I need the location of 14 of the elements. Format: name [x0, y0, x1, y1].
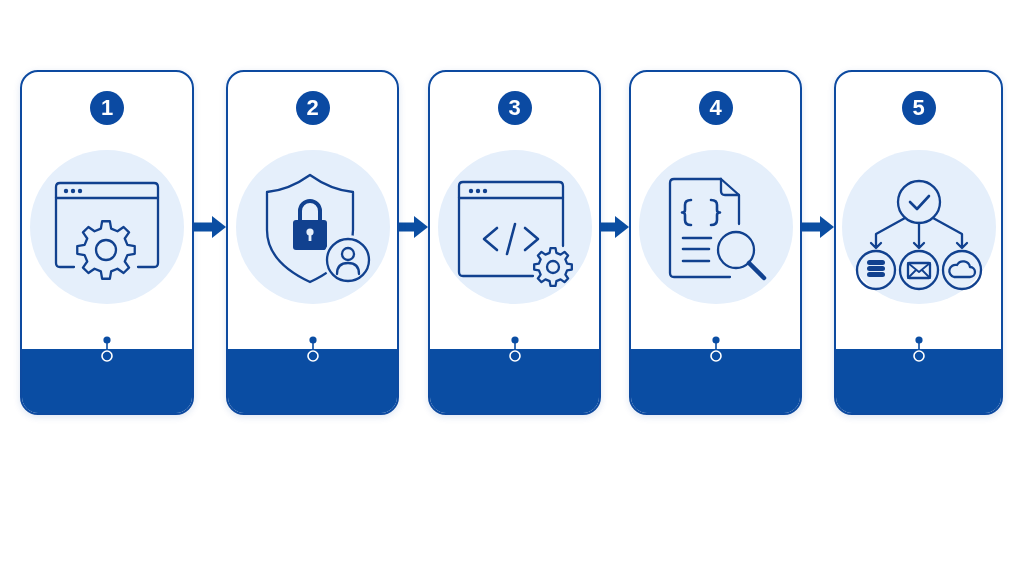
step-card [20, 70, 194, 415]
step-number: 4 [698, 91, 733, 125]
step-number: 5 [901, 91, 936, 125]
arrow [194, 216, 226, 238]
step-card [834, 70, 1003, 415]
step-card [629, 70, 802, 415]
step-card [428, 70, 601, 415]
arrow [399, 216, 428, 238]
arrow [601, 216, 629, 238]
step-number: 1 [90, 91, 124, 125]
step-card [226, 70, 399, 415]
step-number: 2 [295, 91, 330, 125]
step-number: 3 [497, 91, 532, 125]
arrow [802, 216, 834, 238]
